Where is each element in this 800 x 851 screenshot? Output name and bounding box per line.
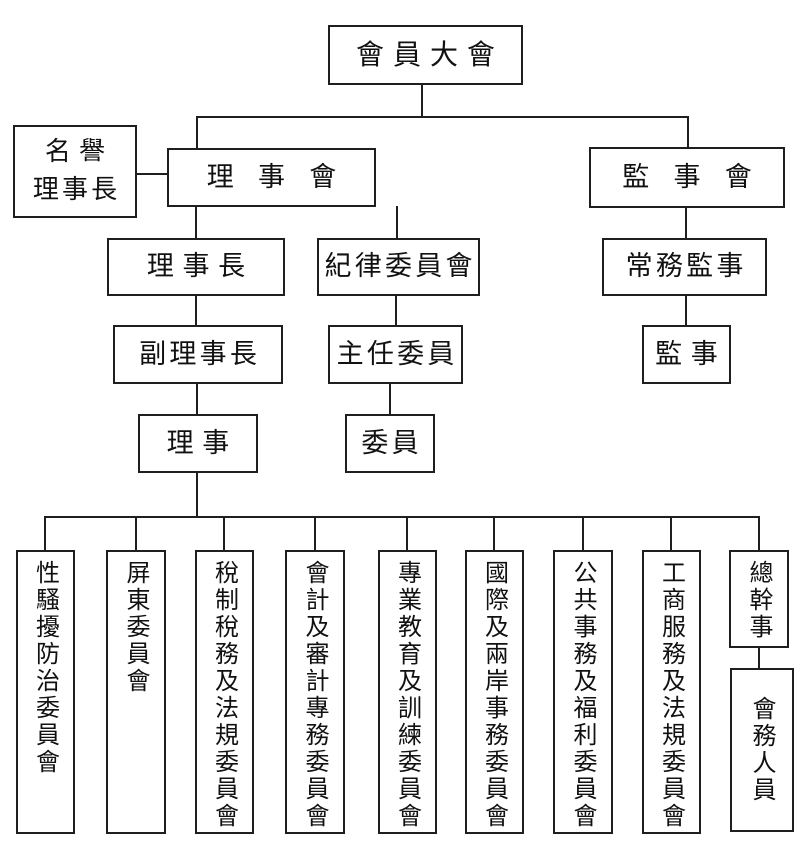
connector-drop-committee-5 (406, 516, 408, 550)
node-honorary-chairman-line2: 理事長 (32, 174, 121, 205)
connector-director-down (196, 473, 198, 518)
connector-drop-committee-2 (135, 516, 137, 550)
node-director-label: 理事 (166, 427, 238, 459)
node-committee-sexual-harassment-prevention: 性騷擾防治委員會 (16, 550, 75, 834)
node-chief-commissioner-label: 主任委員 (336, 338, 458, 370)
connector-directors-to-chairman (195, 206, 197, 238)
node-committee-education-training: 專業教育及訓練委員會 (378, 550, 437, 834)
node-committee-accounting-auditing-label: 會計及審計專務委員會 (301, 560, 329, 830)
connector-drop-secretary-general (758, 516, 760, 550)
node-committee-international-cross-strait: 國際及兩岸事務委員會 (465, 550, 524, 834)
connector-drop-committee-1 (44, 516, 46, 550)
node-committee-business-services-regulations: 工商服務及法規委員會 (642, 550, 701, 834)
node-commissioner-label: 委員 (361, 427, 422, 459)
connector-chairman-to-vice (195, 296, 197, 325)
connector-discipline-to-chief (395, 296, 397, 325)
connector-vice-to-director (196, 384, 198, 414)
node-committee-education-training-label: 專業教育及訓練委員會 (393, 560, 422, 830)
node-committee-international-cross-strait-label: 國際及兩岸事務委員會 (480, 560, 509, 830)
connector-standing-to-supervisor (685, 296, 687, 325)
node-staff-label: 會務人員 (748, 696, 776, 804)
node-board-of-directors-label: 理事會 (206, 161, 361, 193)
connector-directors-to-discipline (396, 206, 398, 238)
node-secretary-general: 總幹事 (729, 550, 789, 648)
connector-drop-committee-8 (670, 516, 672, 550)
node-secretary-general-label: 總幹事 (745, 560, 773, 641)
node-staff: 會務人員 (730, 668, 794, 832)
node-honorary-chairman-line1: 名譽 (44, 136, 114, 167)
node-chairman: 理事長 (107, 238, 285, 296)
node-board-of-directors: 理事會 (167, 148, 376, 207)
node-supervisor: 監事 (642, 325, 731, 384)
connector-drop-committee-6 (493, 516, 495, 550)
connector-top-horizontal (196, 116, 689, 118)
node-committee-public-affairs-welfare-label: 公共事務及福利委員會 (569, 560, 597, 830)
connector-drop-committee-4 (314, 516, 316, 550)
node-vice-chairman-label: 副理事長 (139, 338, 261, 370)
node-committee-tax-system-regulations: 稅制稅務及法規委員會 (195, 550, 254, 834)
node-board-of-supervisors: 監事會 (589, 147, 785, 208)
node-supervisor-label: 監事 (655, 338, 727, 370)
connector-drop-committee-3 (223, 516, 225, 550)
connector-secretary-to-staff (758, 648, 760, 668)
node-committee-public-affairs-welfare: 公共事務及福利委員會 (553, 550, 613, 834)
node-director: 理事 (138, 414, 258, 473)
node-board-of-supervisors-label: 監事會 (622, 161, 777, 193)
node-committee-accounting-auditing: 會計及審計專務委員會 (285, 550, 345, 834)
node-chief-commissioner: 主任委員 (328, 325, 463, 384)
node-standing-supervisor-label: 常務監事 (625, 251, 747, 283)
connector-honorary-to-directors (137, 173, 167, 175)
node-standing-supervisor: 常務監事 (602, 238, 767, 296)
node-discipline-committee: 紀律委員會 (317, 238, 480, 296)
connector-committees-horizontal (45, 516, 760, 518)
node-committee-pingtung: 屏東委員會 (106, 550, 166, 834)
connector-supervisors-to-standing (685, 208, 687, 238)
node-committee-tax-system-regulations-label: 稅制稅務及法規委員會 (210, 560, 239, 830)
node-general-assembly-label: 會員大會 (356, 37, 504, 71)
connector-assembly-down (421, 85, 423, 118)
node-general-assembly: 會員大會 (328, 25, 523, 85)
connector-drop-committee-7 (582, 516, 584, 550)
connector-to-board-of-supervisors (687, 116, 689, 147)
node-vice-chairman: 副理事長 (113, 325, 283, 384)
node-chairman-label: 理事長 (146, 251, 254, 283)
node-committee-sexual-harassment-prevention-label: 性騷擾防治委員會 (31, 560, 60, 776)
node-committee-business-services-regulations-label: 工商服務及法規委員會 (657, 560, 686, 830)
node-honorary-chairman: 名譽 理事長 (13, 125, 137, 218)
node-committee-pingtung-label: 屏東委員會 (122, 560, 150, 695)
connector-chief-to-commissioner (389, 384, 391, 414)
node-discipline-committee-label: 紀律委員會 (324, 251, 476, 283)
node-commissioner: 委員 (345, 414, 435, 473)
connector-to-board-of-directors (196, 116, 198, 148)
